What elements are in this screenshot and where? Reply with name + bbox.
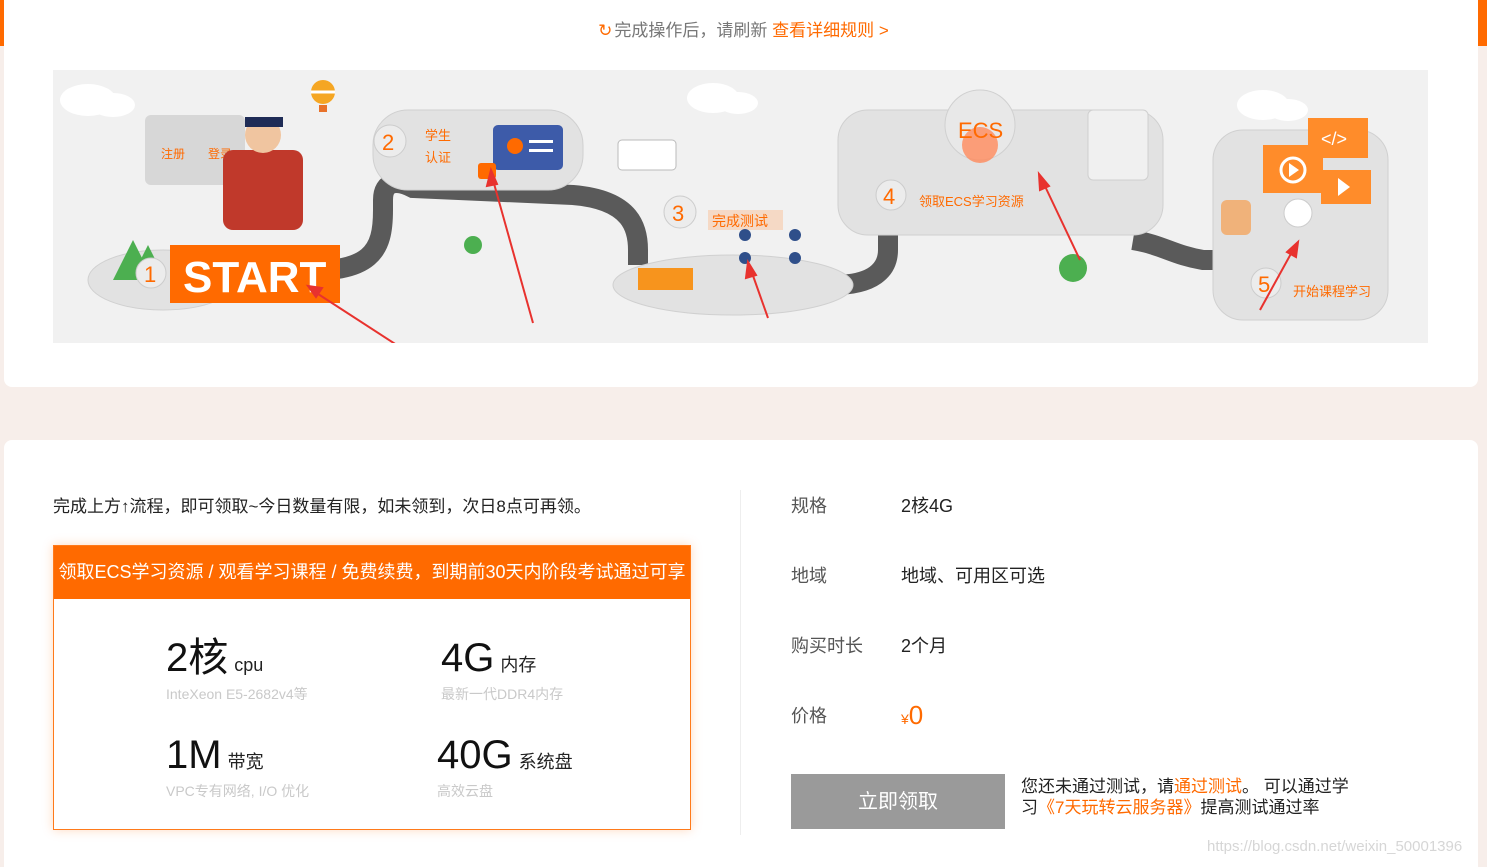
page-edge-accent-left — [0, 0, 4, 46]
ecs-label: ECS — [958, 118, 1003, 143]
step3-label: 完成测试 — [712, 213, 768, 229]
price-number: 0 — [908, 700, 924, 730]
step1-register-login: 注册 登录 1 START — [113, 115, 340, 303]
spec-box-title: 领取ECS学习资源 / 观看学习课程 / 免费续费，到期前30天内阶段考试通过可… — [54, 546, 690, 599]
bus-icon — [617, 139, 677, 171]
rules-link[interactable]: 查看详细规则 > — [772, 21, 889, 40]
detail-spec-value: 2核4G — [901, 496, 954, 516]
spec-cpu-unit: cpu — [234, 655, 264, 675]
avatar-icon — [1283, 198, 1313, 228]
step1-badge: 1 — [144, 262, 156, 287]
step5-label: 开始课程学习 — [1293, 284, 1371, 299]
detail-spec-label: 规格 — [791, 496, 827, 516]
course-link[interactable]: 《7天玩转云服务器》 — [1038, 798, 1201, 817]
annotation-arrows — [305, 166, 1300, 343]
spec-box: 领取ECS学习资源 / 观看学习课程 / 免费续费，到期前30天内阶段考试通过可… — [53, 545, 691, 830]
spec-bandwidth-desc: VPC专有网络, I/O 优化 — [166, 783, 310, 799]
offer-intro: 完成上方↑流程，即可领取~今日数量有限，如未领到，次日8点可再领。 — [53, 497, 591, 516]
step2-label-1: 学生 — [425, 128, 451, 143]
step4-label: 领取ECS学习资源 — [919, 194, 1024, 209]
register-label: 注册 — [161, 146, 185, 161]
step4-ecs-resource: ECS 4 领取ECS学习资源 — [875, 89, 1149, 282]
student-figure — [223, 150, 303, 230]
spec-memory-desc: 最新一代DDR4内存 — [441, 686, 564, 702]
spec-memory-unit: 内存 — [500, 655, 537, 675]
claim-button[interactable]: 立即领取 — [791, 774, 1005, 829]
step3-badge: 3 — [672, 201, 684, 226]
step2-student-auth: 2 学生 认证 — [373, 124, 677, 179]
watermark: https://blog.csdn.net/weixin_50001396 — [1207, 838, 1463, 855]
cloud-icons — [60, 83, 1308, 121]
refresh-notice: ↻完成操作后，请刷新 查看详细规则 > — [0, 16, 1487, 41]
claim-note: 您还未通过测试，请通过测试。 可以通过学习《7天玩转云服务器》提高测试通过率 — [1021, 776, 1351, 818]
step3-test: 3 完成测试 — [464, 195, 801, 290]
claim-note-middle: 。 可以通过学习 — [1021, 777, 1349, 817]
spec-bandwidth-unit: 带宽 — [227, 752, 264, 772]
detail-duration-value: 2个月 — [901, 636, 948, 656]
start-label: START — [183, 253, 327, 302]
claim-note-prefix: 您还未通过测试，请 — [1021, 777, 1174, 796]
detail-duration-label: 购买时长 — [791, 636, 863, 656]
detail-price-label: 价格 — [791, 706, 827, 726]
detail-region-label: 地域 — [791, 566, 827, 586]
claim-note-suffix: 提高测试通过率 — [1200, 798, 1320, 817]
spec-cpu-desc: InteXeon E5-2682v4等 — [166, 686, 308, 702]
step4-badge: 4 — [883, 184, 895, 209]
page-edge-accent-right — [1478, 0, 1487, 46]
spec-disk-desc: 高效云盘 — [437, 783, 493, 799]
refresh-text: 完成操作后，请刷新 — [614, 21, 768, 40]
spec-bandwidth-value: 1M — [166, 733, 222, 777]
step2-label-2: 认证 — [425, 150, 451, 165]
refresh-icon[interactable]: ↻ — [598, 21, 613, 40]
detail-price-value: ¥0 — [901, 700, 1101, 731]
spec-memory-value: 4G — [441, 636, 495, 680]
price-currency: ¥ — [901, 711, 909, 727]
balloon-icon — [311, 80, 335, 112]
code-icon: </> — [1321, 129, 1347, 149]
detail-region-value: 地域、可用区可选 — [901, 566, 1045, 586]
spec-disk-unit: 系统盘 — [518, 752, 573, 772]
server-icon — [1087, 109, 1149, 181]
flow-banner: 注册 登录 1 START 2 学生 认证 3 — [53, 70, 1428, 343]
flow-illustration: 注册 登录 1 START 2 学生 认证 3 — [60, 80, 1389, 343]
vertical-divider — [740, 490, 741, 835]
step2-badge: 2 — [382, 130, 394, 155]
pass-test-link[interactable]: 通过测试 — [1174, 777, 1242, 796]
step5-badge: 5 — [1258, 272, 1270, 297]
spec-disk-value: 40G — [437, 733, 513, 777]
spec-cpu-value: 2核 — [166, 636, 229, 680]
thumbs-up-icon — [1221, 200, 1251, 235]
